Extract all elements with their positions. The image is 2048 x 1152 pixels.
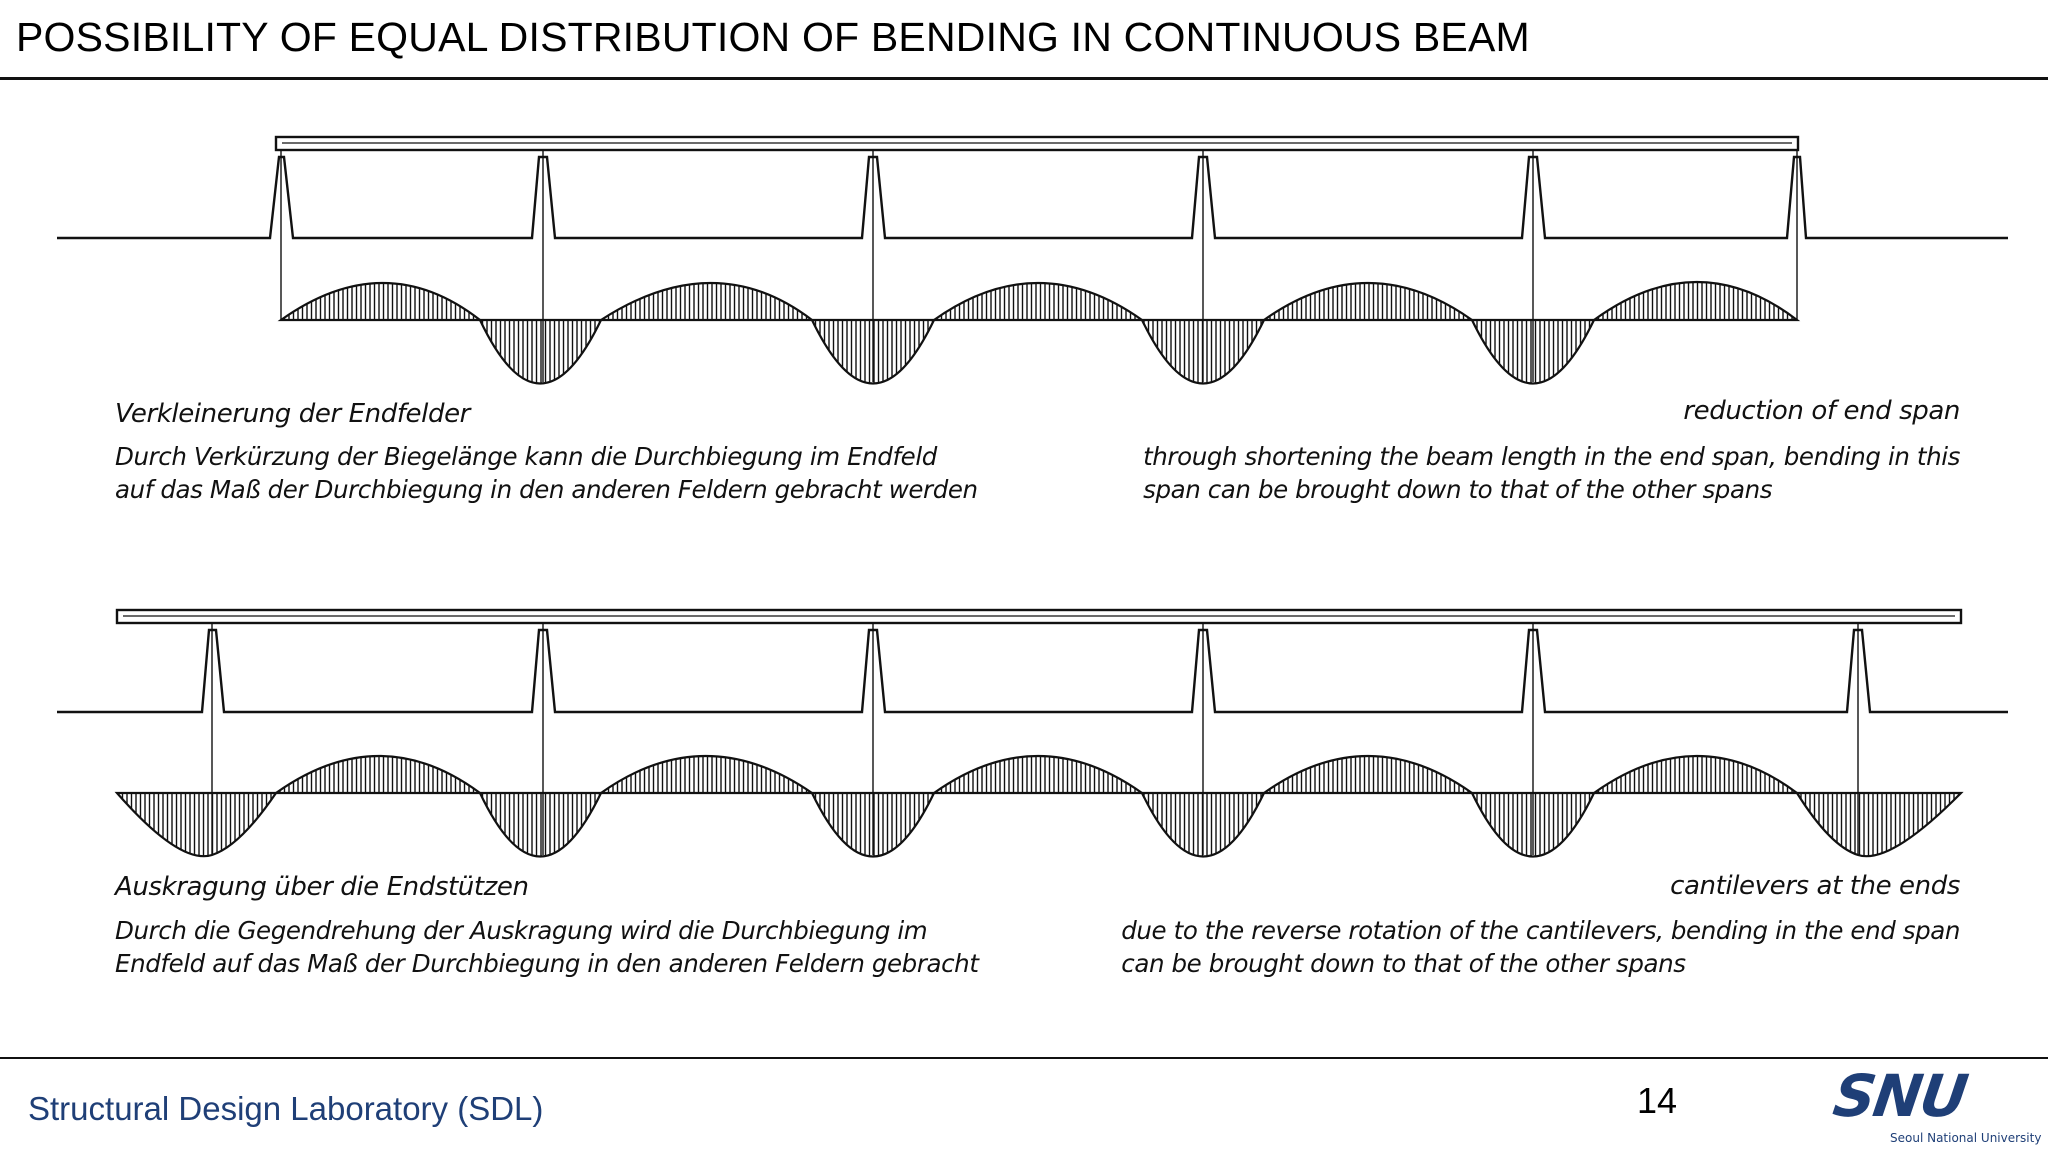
figure-2-text-de-line-1: Durch die Gegendrehung der Auskragung wi… (115, 916, 928, 945)
figure-2-label-en: cantilevers at the ends (1670, 871, 1960, 901)
support-lines-lower (211, 623, 1859, 855)
ground-line-upper (57, 155, 2008, 240)
figure-2-text-en: due to the reverse rotation of the canti… (1121, 914, 1960, 980)
footer-divider (0, 1057, 2048, 1059)
beam-diagrams (57, 135, 2008, 858)
figure-1-text-de-line-2: auf das Maß der Durchbiegung in den ande… (115, 475, 978, 504)
figure-1-text-de: Durch Verkürzung der Biegelänge kann die… (115, 440, 978, 506)
diagram-lower (57, 608, 2008, 858)
slide-title: POSSIBILITY OF EQUAL DISTRIBUTION OF BEN… (16, 14, 1530, 60)
figure-2-text-en-line-1: due to the reverse rotation of the canti… (1121, 916, 1960, 945)
figure-2-text-de-line-2: Endfeld auf das Maß der Durchbiegung in … (115, 949, 979, 978)
title-divider (0, 77, 2048, 80)
figure-2-text-de: Durch die Gegendrehung der Auskragung wi… (115, 914, 979, 980)
figure-2-text-en-line-2: can be brought down to that of the other… (1121, 949, 1686, 978)
page-number: 14 (1637, 1080, 1678, 1121)
ground-line-lower (57, 628, 2008, 714)
figure-1-text-de-line-1: Durch Verkürzung der Biegelänge kann die… (115, 442, 937, 471)
diagram-upper (57, 135, 2008, 385)
moment-diagram-upper (277, 280, 1801, 385)
snu-logo-mark: SNU (1829, 1062, 1971, 1130)
footer-lab-name: Structural Design Laboratory (SDL) (28, 1090, 544, 1127)
figure-2-label-de: Auskragung über die Endstützen (115, 872, 529, 902)
figure-1-text-en: through shortening the beam length in th… (1143, 440, 1960, 506)
snu-logo-name: Seoul National University (1890, 1131, 2042, 1145)
figure-1-label-en: reduction of end span (1683, 396, 1960, 426)
moment-diagram-lower (114, 754, 1964, 858)
figure-1-label-de: Verkleinerung der Endfelder (115, 399, 470, 429)
figure-1-text-en-line-2: span can be brought down to that of the … (1143, 475, 1773, 504)
figure-1-text-en-line-1: through shortening the beam length in th… (1143, 442, 1960, 471)
